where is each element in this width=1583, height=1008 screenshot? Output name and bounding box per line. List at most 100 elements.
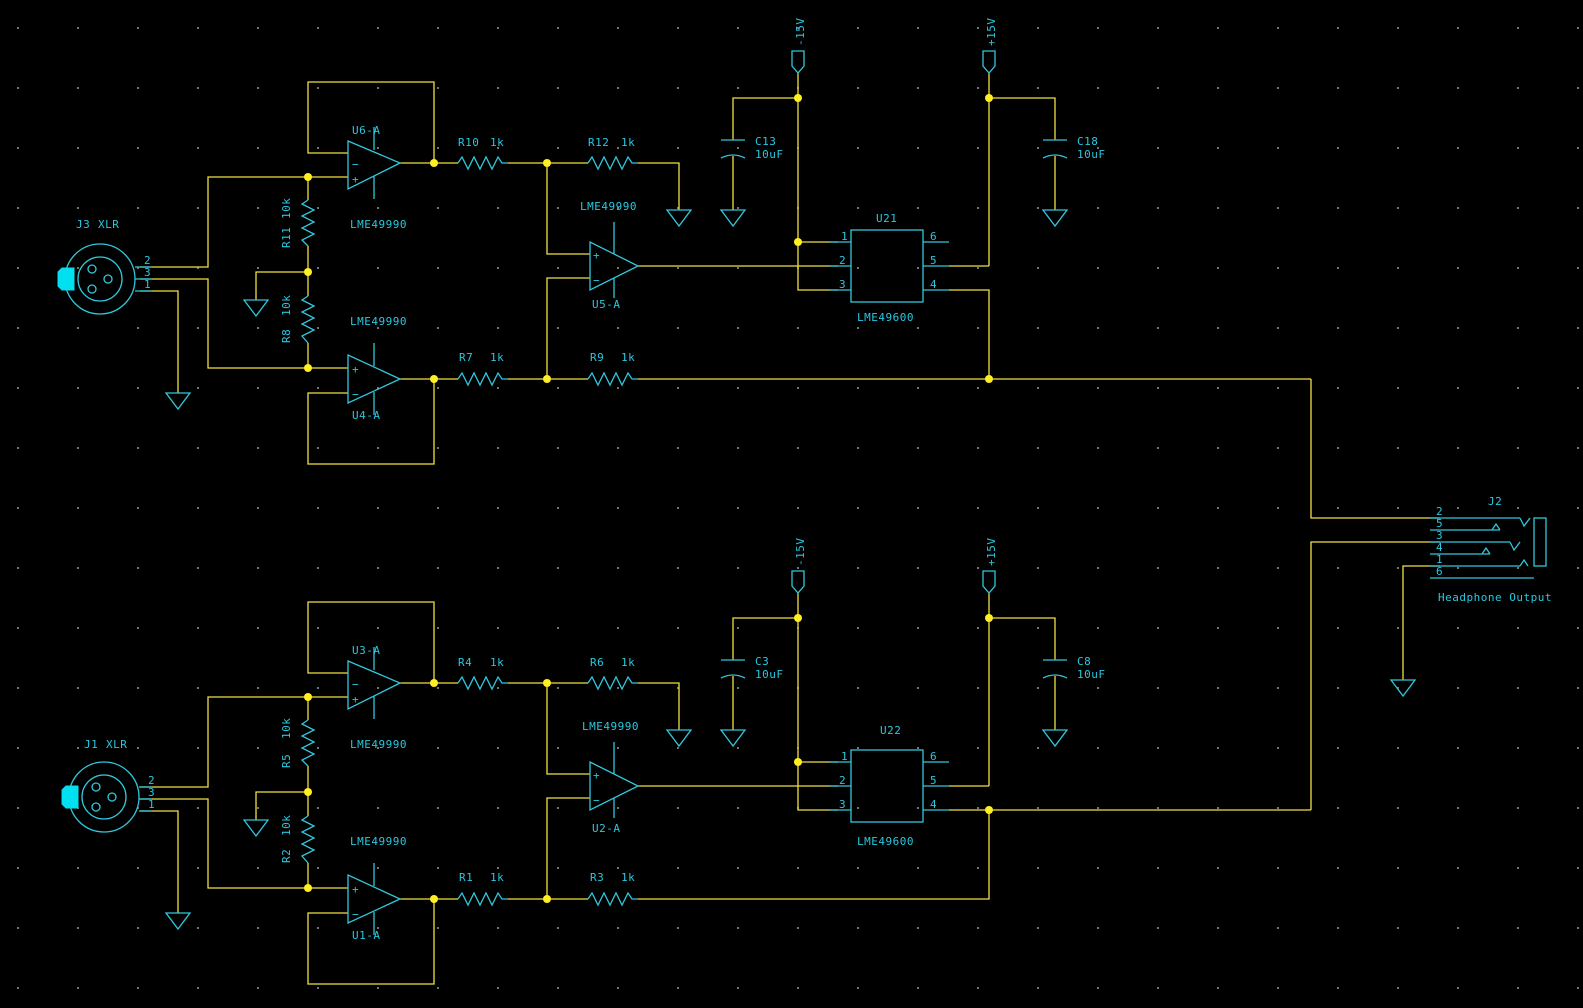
grid-dot	[437, 27, 439, 29]
resistor-fb	[587, 891, 638, 907]
grid-dot	[1577, 987, 1579, 989]
buffer-pin: 1	[841, 230, 848, 243]
grid-dot	[617, 807, 619, 809]
grid-dot	[617, 747, 619, 749]
opamp-ref: U2-A	[592, 822, 621, 835]
grid-dot	[1457, 747, 1459, 749]
grid-dot	[1517, 987, 1519, 989]
grid-dot	[1337, 207, 1339, 209]
grid-dot	[317, 807, 319, 809]
grid-dot	[917, 267, 919, 269]
grid-dot	[1217, 867, 1219, 869]
grid-dot	[1097, 867, 1099, 869]
grid-dot	[1157, 327, 1159, 329]
grid-dot	[1577, 687, 1579, 689]
resistor-ref: R7	[459, 351, 473, 364]
buffer-pin: 2	[839, 774, 846, 787]
grid-dot	[197, 447, 199, 449]
grid-dot	[1517, 927, 1519, 929]
grid-dot	[1217, 267, 1219, 269]
grid-dot	[677, 567, 679, 569]
grid-dot	[1037, 987, 1039, 989]
grid-dot	[977, 387, 979, 389]
resistor-ref: R1	[459, 871, 473, 884]
grid-dot	[77, 747, 79, 749]
grid-dot	[917, 507, 919, 509]
grid-dot	[557, 567, 559, 569]
grid-dot	[1097, 387, 1099, 389]
grid-dot	[917, 207, 919, 209]
opamp-minus: −	[352, 678, 359, 691]
grid-dot	[197, 927, 199, 929]
grid-dot	[137, 387, 139, 389]
grid-dot	[917, 387, 919, 389]
grid-dot	[617, 927, 619, 929]
grid-dot	[737, 507, 739, 509]
grid-dot	[1457, 447, 1459, 449]
grid-dot	[1457, 807, 1459, 809]
grid-dot	[137, 207, 139, 209]
buffer-pin: 6	[930, 750, 937, 763]
capacitor-value: 10uF	[755, 148, 784, 161]
grid-dot	[17, 807, 19, 809]
grid-dot	[557, 627, 559, 629]
grid-dot	[917, 27, 919, 29]
grid-dot	[437, 867, 439, 869]
grid-dot	[1217, 987, 1219, 989]
grid-dot	[1517, 627, 1519, 629]
grid-dot	[617, 87, 619, 89]
opamp-ref: U3-A	[352, 644, 381, 657]
grid-dot	[257, 327, 259, 329]
grid-dot	[857, 927, 859, 929]
opamp-minus: −	[352, 908, 359, 921]
jack-pin: 4	[1436, 541, 1443, 554]
grid-dot	[17, 867, 19, 869]
grid-dot	[737, 867, 739, 869]
grid-dot	[1217, 327, 1219, 329]
opamp-buf-pos	[347, 127, 402, 199]
grid-dot	[857, 807, 859, 809]
ground-symbol	[242, 299, 270, 318]
grid-dot	[17, 747, 19, 749]
grid-dot	[1277, 387, 1279, 389]
grid-dot	[1277, 627, 1279, 629]
grid-dots	[17, 27, 1579, 989]
resistor-gnd	[587, 675, 638, 691]
grid-dot	[1397, 927, 1399, 929]
grid-dot	[1397, 27, 1399, 29]
grid-dot	[917, 867, 919, 869]
grid-dot	[977, 927, 979, 929]
grid-dot	[1037, 627, 1039, 629]
grid-dot	[317, 747, 319, 749]
grid-dot	[1337, 327, 1339, 329]
grid-dot	[1337, 27, 1339, 29]
buffer-part: LME49600	[857, 311, 914, 324]
grid-dot	[557, 447, 559, 449]
grid-dot	[857, 207, 859, 209]
grid-dot	[557, 747, 559, 749]
headphone-jack: J2 2 5 3 4 1 6 Headphone Output	[1310, 379, 1551, 810]
grid-dot	[1037, 327, 1039, 329]
grid-dot	[377, 207, 379, 209]
grid-dot	[1397, 147, 1399, 149]
grid-dot	[737, 27, 739, 29]
grid-dot	[137, 147, 139, 149]
power-flag-neg	[791, 570, 805, 594]
grid-dot	[317, 447, 319, 449]
grid-dot	[497, 87, 499, 89]
grid-dot	[857, 27, 859, 29]
xlr-pin: 1	[144, 278, 151, 291]
grid-dot	[737, 327, 739, 329]
grid-dot	[197, 867, 199, 869]
grid-dot	[977, 867, 979, 869]
grid-dot	[257, 567, 259, 569]
grid-dot	[1157, 807, 1159, 809]
grid-dot	[437, 267, 439, 269]
grid-dot	[1577, 927, 1579, 929]
grid-dot	[917, 327, 919, 329]
grid-dot	[1277, 987, 1279, 989]
grid-dot	[737, 927, 739, 929]
grid-dot	[1337, 987, 1339, 989]
grid-dot	[317, 567, 319, 569]
buffer-pin: 2	[839, 254, 846, 267]
